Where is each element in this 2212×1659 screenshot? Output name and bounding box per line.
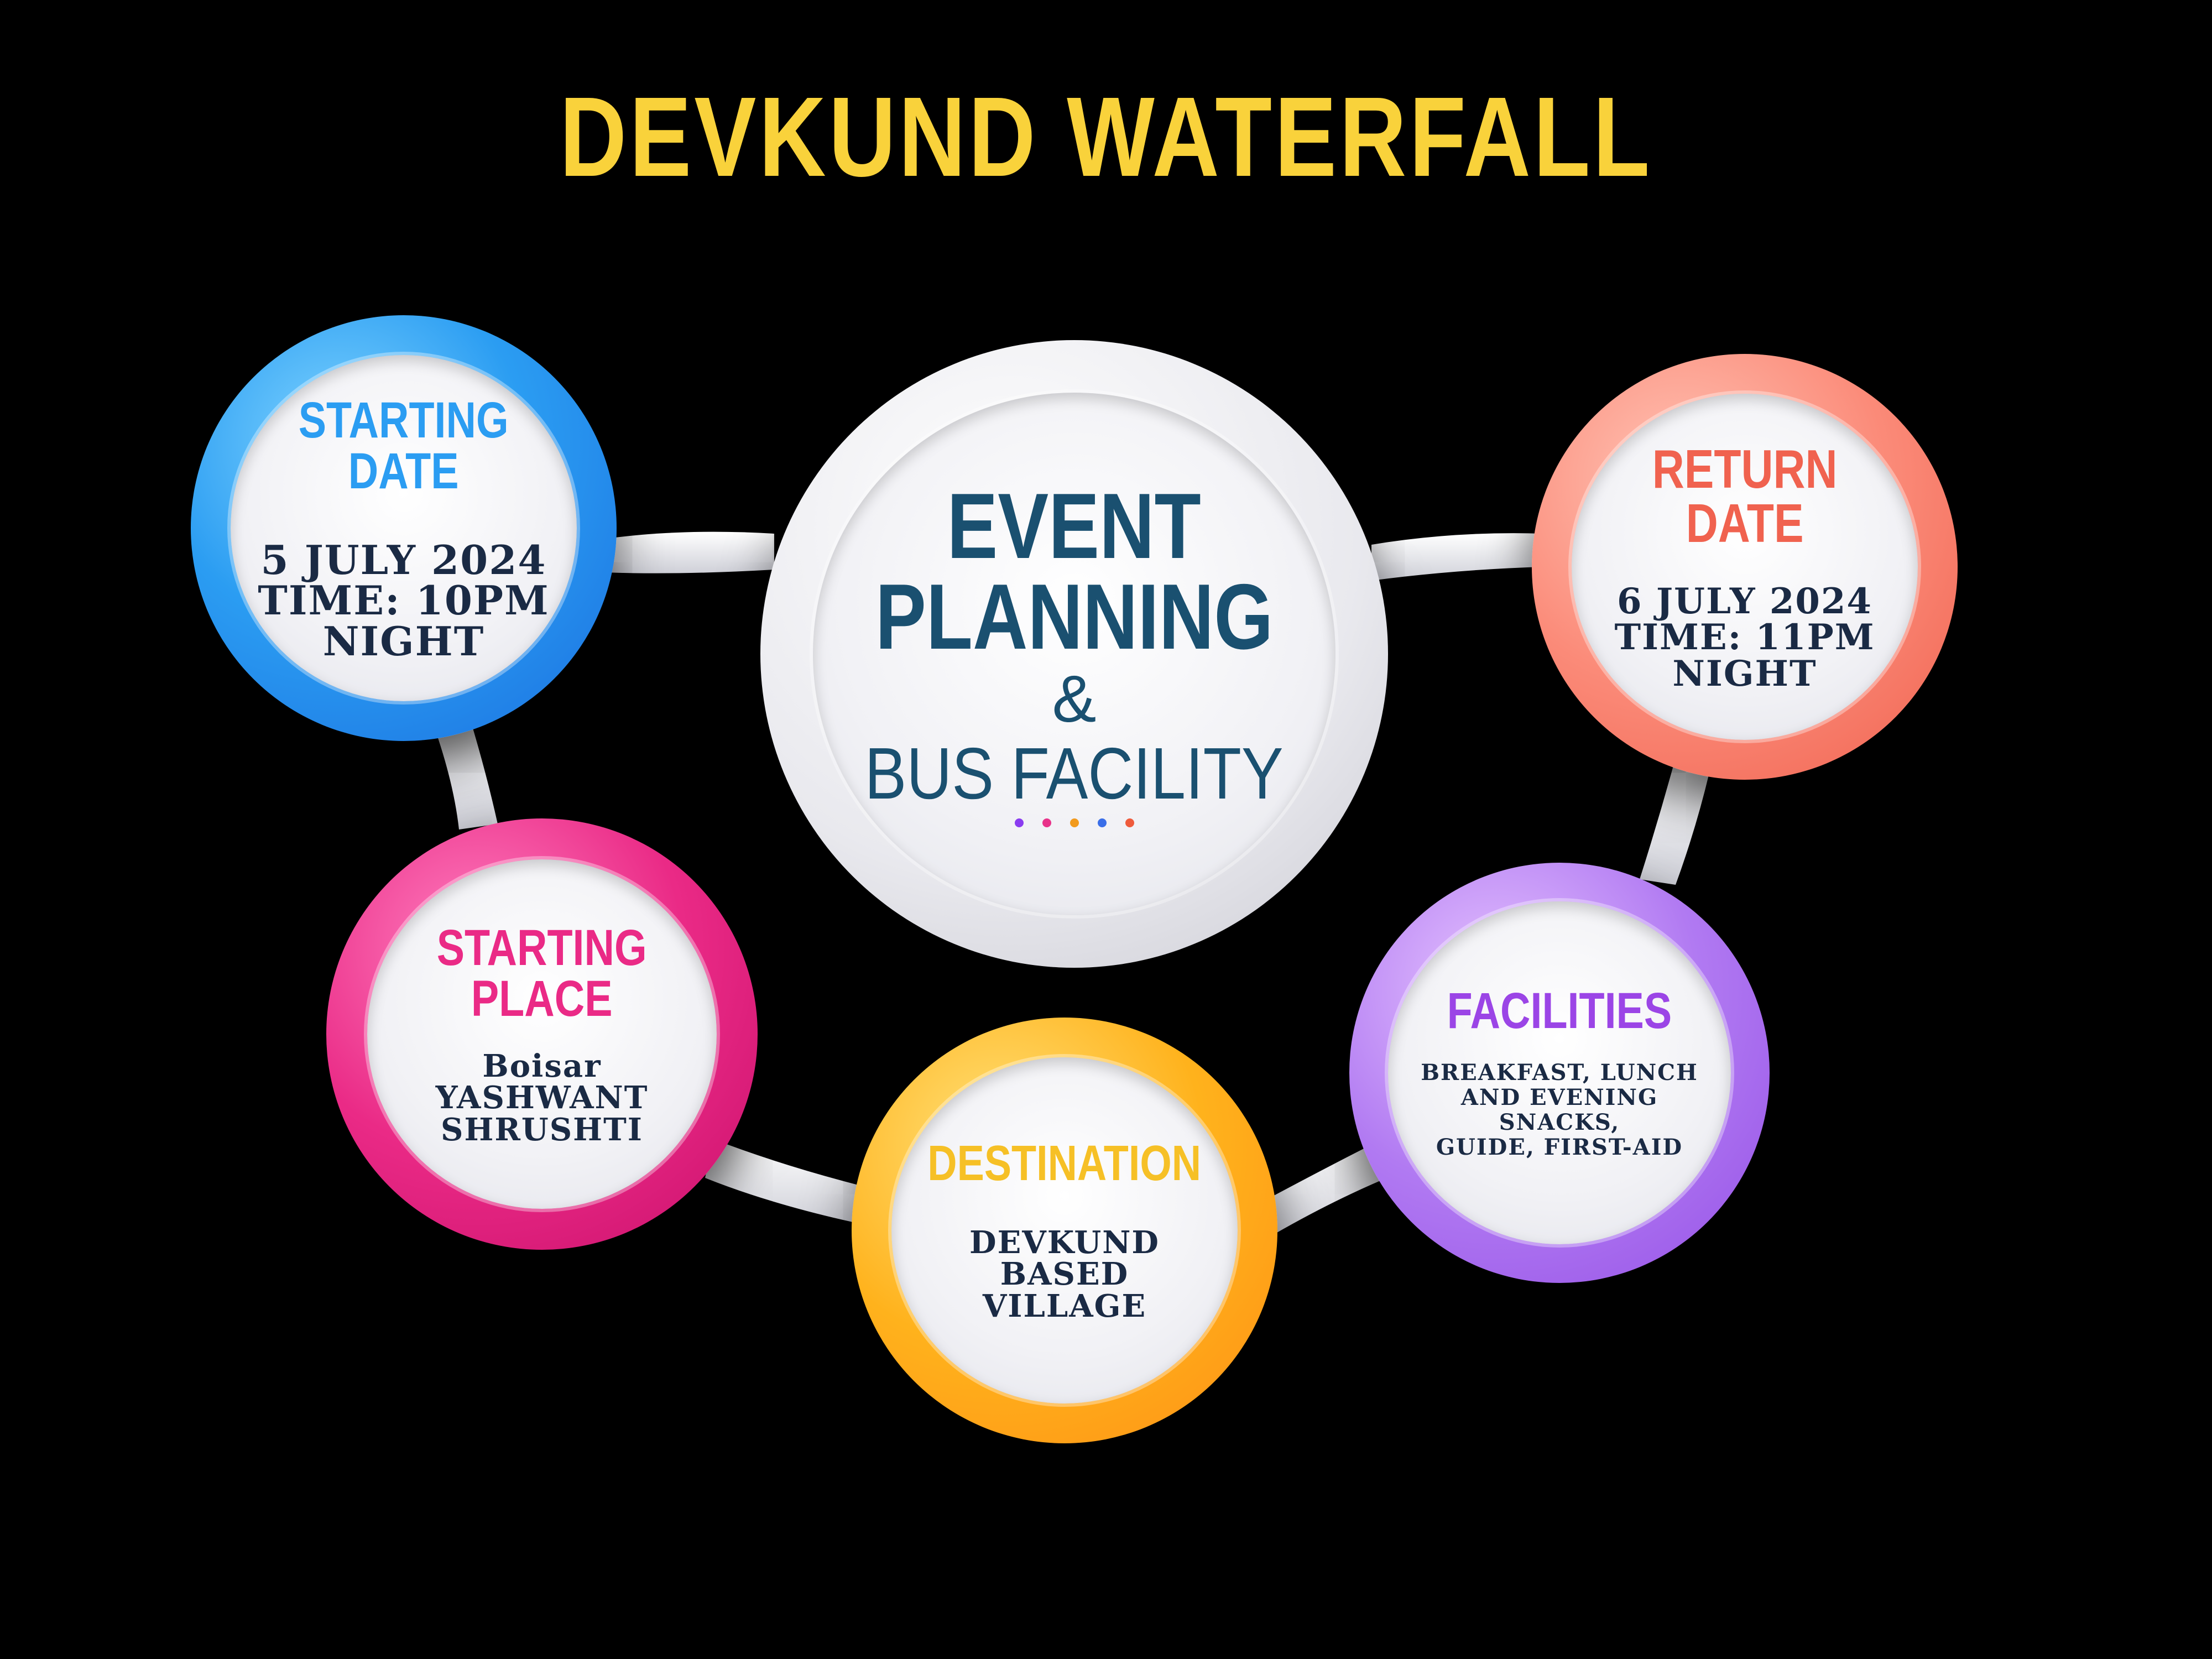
return-date-period: NIGHT — [1672, 653, 1817, 695]
page-title: DEVKUND WATERFALL — [559, 74, 1653, 200]
link-return-date-facilities — [1640, 758, 1712, 885]
return-date-heading-line1: RETURN — [1652, 439, 1838, 500]
link-center-return-date — [1371, 533, 1543, 581]
facilities-heading: FACILITIES — [1447, 985, 1672, 1036]
return-date-heading: RETURN DATE — [1652, 442, 1838, 550]
center-title-line2: PLANNING — [875, 565, 1274, 669]
starting-place-body: Boisar YASHWANT SHRUSHTI — [436, 1051, 649, 1145]
facilities-line4: GUIDE, FIRST-AID — [1436, 1134, 1683, 1160]
starting-place-heading-line1: STARTING — [437, 920, 647, 977]
link-destination-facilities — [1255, 1139, 1394, 1239]
starting-date-period: NIGHT — [322, 617, 485, 665]
starting-date-time: TIME: 10PM — [258, 577, 550, 624]
destination-face: DESTINATION DEVKUND BASED VILLAGE — [891, 1057, 1238, 1404]
center-subtitle: BUS FACILITY — [864, 732, 1284, 814]
facilities-face: FACILITIES BREAKFAST, LUNCH AND EVENING … — [1388, 901, 1731, 1244]
facilities-heading-line1: FACILITIES — [1447, 983, 1672, 1040]
starting-date-heading: STARTING DATE — [299, 395, 509, 497]
return-date-node: RETURN DATE 6 JULY 2024 TIME: 11PM NIGHT — [1532, 354, 1958, 780]
starting-place-heading-line2: PLACE — [471, 971, 613, 1027]
facilities-line1: BREAKFAST, LUNCH — [1421, 1060, 1698, 1086]
dot-orange — [1070, 818, 1079, 828]
starting-date-face: STARTING DATE 5 JULY 2024 TIME: 10PM NIG… — [231, 355, 577, 701]
starting-place-area-line1: YASHWANT — [435, 1079, 649, 1117]
destination-line2: BASED — [1000, 1256, 1129, 1293]
facilities-line2: AND EVENING — [1460, 1084, 1658, 1111]
destination-node: DESTINATION DEVKUND BASED VILLAGE — [852, 1018, 1277, 1443]
link-start-date-center — [603, 531, 774, 573]
starting-date-date: 5 JULY 2024 — [260, 536, 547, 583]
starting-date-node: STARTING DATE 5 JULY 2024 TIME: 10PM NIG… — [191, 315, 617, 741]
link-start-date-start-place — [431, 719, 498, 830]
destination-heading-line1: DESTINATION — [927, 1136, 1202, 1192]
color-dots — [1014, 818, 1134, 828]
facilities-body: BREAKFAST, LUNCH AND EVENING SNACKS, GUI… — [1421, 1061, 1698, 1160]
dot-pink — [1042, 818, 1051, 828]
starting-place-heading: STARTING PLACE — [437, 922, 647, 1024]
destination-heading: DESTINATION — [928, 1139, 1202, 1188]
destination-body: DEVKUND BASED VILLAGE — [969, 1227, 1160, 1322]
center-title-line1: EVENT — [947, 473, 1202, 578]
return-date-heading-line2: DATE — [1686, 493, 1804, 554]
starting-place-city: Boisar — [482, 1048, 602, 1085]
center-node: EVENT PLANNING & BUS FACILITY — [760, 340, 1388, 968]
center-ampersand: & — [1052, 661, 1097, 736]
starting-place-node: STARTING PLACE Boisar YASHWANT SHRUSHTI — [326, 818, 758, 1250]
starting-date-body: 5 JULY 2024 TIME: 10PM NIGHT — [258, 536, 550, 665]
facilities-node: FACILITIES BREAKFAST, LUNCH AND EVENING … — [1349, 863, 1770, 1283]
starting-place-area-line2: SHRUSHTI — [441, 1111, 643, 1148]
center-node-face: EVENT PLANNING & BUS FACILITY — [813, 393, 1335, 915]
dot-blue — [1097, 818, 1107, 828]
return-date-face: RETURN DATE 6 JULY 2024 TIME: 11PM NIGHT — [1572, 394, 1918, 740]
facilities-line3: SNACKS, — [1499, 1109, 1620, 1135]
destination-line3: VILLAGE — [982, 1287, 1147, 1324]
starting-date-heading-line1: STARTING — [299, 392, 509, 448]
return-date-date: 6 JULY 2024 — [1617, 581, 1872, 623]
return-date-body: 6 JULY 2024 TIME: 11PM NIGHT — [1614, 583, 1875, 692]
starting-place-face: STARTING PLACE Boisar YASHWANT SHRUSHTI — [367, 859, 717, 1209]
dot-red — [1125, 818, 1134, 828]
return-date-time: TIME: 11PM — [1614, 617, 1875, 659]
link-start-place-destination — [705, 1139, 874, 1225]
starting-date-heading-line2: DATE — [348, 442, 459, 499]
dot-purple — [1014, 818, 1024, 828]
destination-line1: DEVKUND — [969, 1224, 1160, 1261]
